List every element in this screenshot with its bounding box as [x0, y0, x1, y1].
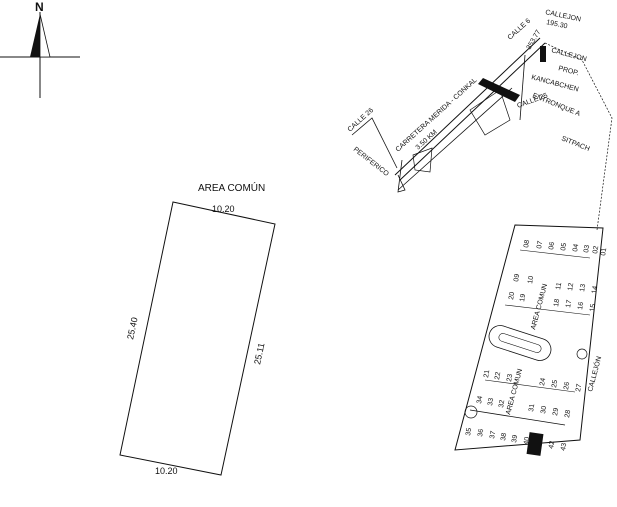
area-comun-1-outline	[488, 325, 552, 361]
calle-26-line	[351, 117, 398, 169]
calle-25-line	[519, 54, 526, 121]
lot-number-30: 30	[540, 405, 548, 414]
lot-number-34: 34	[476, 395, 484, 404]
area-comun-2-street	[469, 409, 566, 426]
property-marker	[540, 46, 546, 62]
lot-number-16: 16	[577, 301, 585, 310]
lot-number-07: 07	[536, 240, 544, 249]
area-comun-1-label: AREA COMUN	[530, 283, 549, 330]
calle-6-label: CALLE 6	[507, 17, 533, 41]
callejon-subdivision-label: CALLEJÓN	[585, 355, 603, 392]
lot-drawing: AREA COMÚN 10.20 10.20 25.40 25.11	[119, 181, 276, 476]
subdivision-plan: AREA COMUN AREA COMUN CALLEJÓN 010203040…	[454, 224, 608, 456]
lot-number-42: 42	[548, 440, 556, 449]
lot-number-04: 04	[572, 243, 580, 252]
lot-bottom-dimension: 10.20	[155, 466, 178, 476]
periferico-label: PERIFERICO	[352, 146, 390, 178]
lot-number-09: 09	[513, 273, 521, 282]
lot-number-24: 24	[539, 377, 547, 386]
lot-number-28: 28	[564, 409, 572, 418]
lot-number-18: 18	[553, 298, 561, 307]
lot-title: AREA COMÚN	[198, 181, 265, 194]
road-label: CARRETERA MERIDA - CONKAL	[395, 77, 479, 154]
callejon-path	[544, 42, 613, 231]
lot-number-17: 17	[565, 299, 573, 308]
lot-number-26: 26	[563, 381, 571, 390]
lot-number-21: 21	[483, 369, 491, 378]
lot-number-13: 13	[579, 283, 587, 292]
lot-number-19: 19	[519, 293, 527, 302]
calle-26-label: CALLE 26	[347, 107, 375, 134]
entronque-label: ENTRONQUE A	[531, 92, 581, 118]
lot-number-06: 06	[548, 241, 556, 250]
periferico-line	[397, 159, 406, 193]
lot-number-32: 32	[498, 399, 506, 408]
lot-number-35: 35	[465, 427, 473, 436]
road-line-1	[394, 37, 541, 176]
lot-number-38: 38	[500, 432, 508, 441]
street-line-2	[504, 304, 591, 316]
callejon-distance-label: 195.30	[546, 19, 569, 30]
urban-block-2	[478, 78, 520, 102]
selected-lot-marker	[526, 432, 544, 456]
callejon-2-label: CALLEJON	[550, 47, 587, 63]
location-map: CARRETERA MERIDA - CONKAL 3.50 KM CALLE …	[347, 9, 613, 231]
lot-number-43: 43	[560, 442, 568, 451]
kancabchen-label: KANCABCHEN	[530, 74, 579, 93]
road-line-2	[399, 42, 546, 181]
street-line-3	[484, 379, 576, 393]
lot-left-dimension: 25.40	[125, 316, 139, 340]
cul-de-sac-circle-2	[464, 405, 478, 419]
north-label: N	[35, 0, 44, 14]
lot-number-23: 23	[506, 373, 514, 382]
urban-block-1	[469, 89, 511, 136]
lot-number-27: 27	[575, 383, 583, 392]
subdivision-outline	[454, 224, 604, 451]
lot-number-31: 31	[528, 403, 536, 412]
lot-number-12: 12	[567, 282, 575, 291]
lot-number-22: 22	[494, 371, 502, 380]
lot-number-10: 10	[527, 275, 535, 284]
sitpach-label: SITPACH	[560, 135, 590, 153]
lot-number-39: 39	[511, 434, 519, 443]
lot-number-01: 01	[600, 247, 608, 256]
lot-outline	[119, 201, 276, 476]
lot-number-20: 20	[508, 291, 516, 300]
lot-number-05: 05	[560, 242, 568, 251]
lot-number-33: 33	[487, 397, 495, 406]
lot-number-02: 02	[592, 245, 600, 254]
lot-number-40: 40	[523, 436, 531, 445]
lot-right-dimension: 25.11	[252, 342, 266, 365]
north-arrow-outline-icon	[39, 13, 51, 58]
lot-number-25: 25	[551, 379, 559, 388]
lot-number-14: 14	[591, 285, 599, 294]
prop-label: PROP.	[557, 65, 579, 77]
urban-block-3	[412, 147, 433, 173]
lot-number-08: 08	[523, 239, 531, 248]
lot-number-37: 37	[489, 430, 497, 439]
lot-number-03: 03	[583, 244, 591, 253]
street-line-1	[519, 249, 591, 259]
north-arrow: N	[0, 0, 80, 98]
cul-de-sac-circle	[576, 348, 588, 360]
area-comun-1-inner	[498, 333, 542, 353]
lot-top-dimension: 10.20	[212, 204, 235, 214]
north-arrow-icon	[30, 14, 40, 57]
lot-number-36: 36	[477, 428, 485, 437]
lot-number-15: 15	[589, 303, 597, 312]
road-line-3	[397, 87, 513, 191]
lot-number-29: 29	[552, 407, 560, 416]
lot-number-11: 11	[555, 282, 563, 290]
